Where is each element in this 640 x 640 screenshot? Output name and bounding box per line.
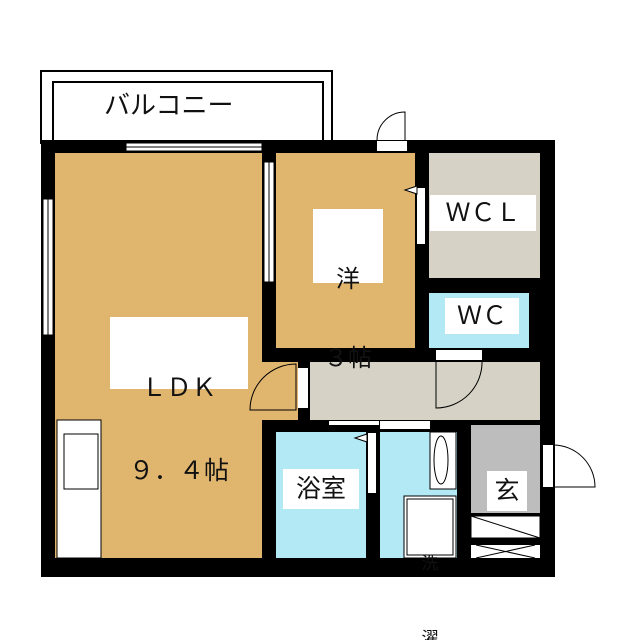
balcony-door-swing <box>376 111 406 141</box>
shoe-box-line <box>470 515 541 539</box>
balcony-label: バルコニー <box>104 91 234 121</box>
ldk-label: ＬＤＫ ９．４帖 <box>110 317 248 484</box>
bath-label: 浴室 <box>283 469 359 509</box>
wcl-door[interactable] <box>417 188 425 244</box>
hallway-floor <box>310 362 540 420</box>
bath-door[interactable] <box>368 433 376 493</box>
entrance-label: 玄 <box>487 471 527 511</box>
balcony-inner <box>52 81 324 144</box>
balcony-door[interactable] <box>377 141 407 151</box>
ldk-name: ＬＤＫ <box>141 373 217 402</box>
laundry-label: 洗 濯 <box>410 502 450 640</box>
wc-door[interactable] <box>436 350 482 360</box>
laundry-label-2: 濯 <box>421 629 439 640</box>
kitchen-sink <box>63 433 99 490</box>
wc-label: ＷＣ <box>445 298 519 334</box>
ldk-floor-ext <box>262 362 298 420</box>
western-room-label: 洋 ３帖 <box>313 209 383 371</box>
washroom-door[interactable] <box>380 421 430 429</box>
wcl-label: ＷＣＬ <box>430 195 536 231</box>
western-room-size: ３帖 <box>324 343 372 372</box>
ldk-size: ９．４帖 <box>128 455 229 485</box>
shoe-box-cross <box>475 544 536 559</box>
western-room-name: 洋 <box>336 264 360 293</box>
laundry-label-1: 洗 <box>421 554 439 574</box>
ldk-door[interactable] <box>298 368 308 408</box>
bath-sash <box>329 421 379 425</box>
front-door[interactable] <box>543 445 553 487</box>
